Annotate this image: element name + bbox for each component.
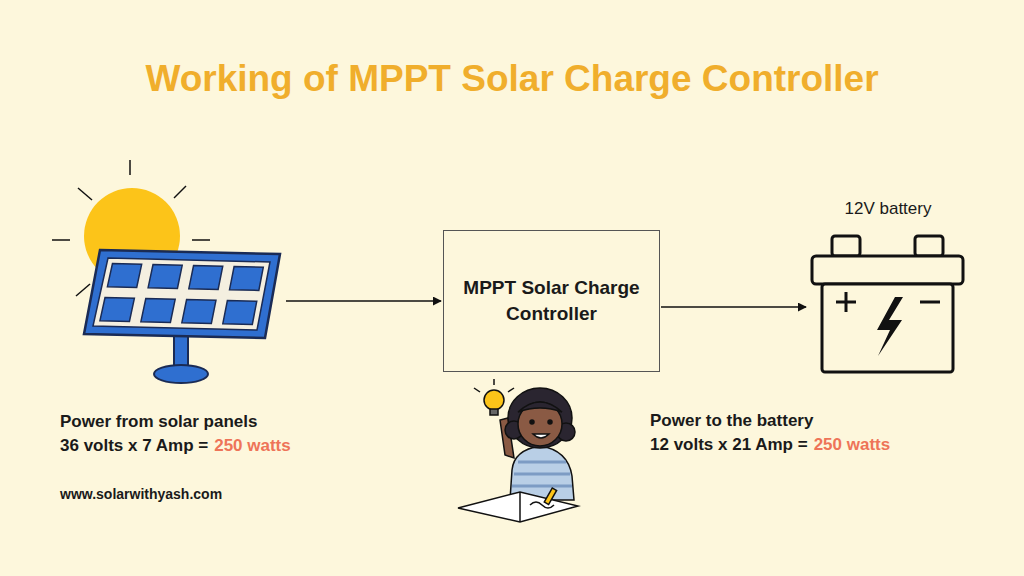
- battery-symbol: [812, 236, 963, 372]
- power-value: 250 watts: [814, 434, 891, 457]
- text-row: 12 volts x 21 Amp = 250 watts: [650, 434, 890, 457]
- panel-cell: [182, 300, 216, 324]
- girl-illustration: [458, 379, 578, 522]
- solar-panel: [84, 250, 280, 383]
- caption-text: 36 volts x 7 Amp =: [60, 435, 208, 458]
- panel-cell: [189, 266, 223, 290]
- text-row: MPPT Solar Charge Controller: [444, 231, 659, 371]
- website-watermark: www.solarwithyash.com: [60, 486, 222, 502]
- text-row: Power to the battery: [650, 410, 813, 433]
- text-row: 12V battery: [808, 198, 968, 221]
- panel-cell: [230, 267, 264, 291]
- battery-node: 12V batteryPower to the battery12 volts …: [808, 196, 968, 376]
- text-row: Power from solar panels: [60, 411, 257, 434]
- text-row: 36 volts x 7 Amp = 250 watts: [60, 435, 291, 458]
- box-label: MPPT Solar Charge Controller: [458, 275, 645, 326]
- arrow-connector: [286, 300, 441, 302]
- process-box: MPPT Solar Charge Controller: [443, 230, 660, 372]
- panel-cell: [223, 301, 257, 325]
- node-heading: 12V battery: [845, 198, 932, 221]
- solar-panel-node: Power from solar panels36 volts x 7 Amp …: [75, 168, 285, 383]
- caption-text: 12 volts x 21 Amp =: [650, 434, 808, 457]
- panel-cell: [100, 298, 134, 322]
- title: Working of MPPT Solar Charge Controller: [0, 58, 1024, 100]
- panel-cell: [148, 265, 182, 289]
- arrow-connector: [661, 306, 806, 308]
- caption-text: Power from solar panels: [60, 411, 257, 434]
- caption-text: Power to the battery: [650, 410, 813, 433]
- power-value: 250 watts: [214, 435, 291, 458]
- panel-cell: [107, 264, 141, 288]
- panel-cell: [141, 299, 175, 323]
